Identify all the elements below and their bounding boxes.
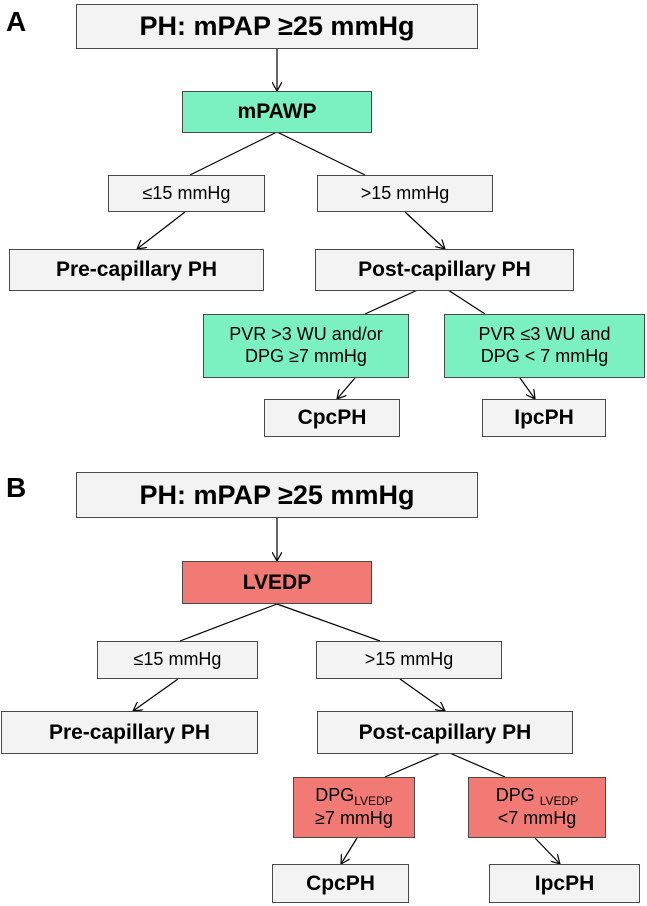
root-box-b: PH: mPAP ≥25 mmHg <box>76 472 478 518</box>
criteria-right-line2-a: DPG < 7 mmHg <box>480 346 609 366</box>
pre-capillary-box-b: Pre-capillary PH <box>1 711 258 754</box>
criteria-right-line2-b: <7 mmHg <box>497 808 577 829</box>
arrow-crit-left-to-cpcph-b <box>341 837 358 864</box>
line-post-to-crit-right-a <box>444 287 486 315</box>
criteria-left-subscript-b: LVEDP <box>354 794 393 808</box>
ipcph-box-b: IpcPH <box>489 864 640 903</box>
high-branch-box-b: >15 mmHg <box>316 641 502 679</box>
criteria-left-line2-b: ≥7 mmHg <box>315 808 393 829</box>
high-branch-box-a: >15 mmHg <box>317 175 493 212</box>
criteria-left-line1-a: PVR >3 WU and/or <box>229 324 383 345</box>
criteria-right-main-b: DPG <box>495 785 540 805</box>
arrow-crit-right-to-ipcph-b <box>534 837 560 864</box>
arrow-high-to-post-a <box>404 211 445 249</box>
line-post-to-crit-left-a <box>364 287 423 315</box>
pre-capillary-box-a: Pre-capillary PH <box>9 249 264 291</box>
post-capillary-box-a: Post-capillary PH <box>315 249 574 291</box>
arrow-low-to-pre-b <box>133 678 179 711</box>
line-post-to-crit-left-b <box>384 750 446 778</box>
line-discriminator-to-low-a <box>189 131 278 176</box>
arrow-crit-right-to-ipcph-a <box>519 377 535 399</box>
criteria-left-box-b: DPGLVEDP ≥7 mmHg <box>293 777 415 838</box>
line-post-to-crit-right-b <box>444 750 506 778</box>
cpcph-box-a: CpcPH <box>264 399 400 437</box>
discriminator-box-a: mPAWP <box>182 91 372 133</box>
panel-letter-a: A <box>6 6 27 37</box>
criteria-right-box-b: DPG LVEDP <7 mmHg <box>468 777 606 838</box>
panel-letter-b: B <box>6 472 27 503</box>
cpcph-box-b: CpcPH <box>272 864 409 903</box>
arrow-crit-left-to-cpcph-a <box>337 377 356 399</box>
ipcph-box-a: IpcPH <box>482 399 606 437</box>
criteria-right-box-a: PVR ≤3 WU and DPG < 7 mmHg <box>444 314 645 378</box>
line-discriminator-to-high-a <box>276 131 366 176</box>
low-branch-box-b: ≤15 mmHg <box>97 641 258 679</box>
root-box-a: PH: mPAP ≥25 mmHg <box>76 4 478 49</box>
criteria-left-line1-b: DPGLVEDP <box>315 785 392 808</box>
criteria-right-line1-a: PVR ≤3 WU and <box>478 324 611 345</box>
line-discriminator-to-low-b <box>179 603 278 642</box>
low-branch-box-a: ≤15 mmHg <box>108 175 265 212</box>
arrow-low-to-pre-a <box>137 211 186 249</box>
arrow-high-to-post-b <box>399 678 445 711</box>
discriminator-box-b: LVEDP <box>182 561 372 604</box>
line-discriminator-to-high-b <box>276 603 381 642</box>
post-capillary-box-b: Post-capillary PH <box>317 711 573 754</box>
criteria-left-line2-a: DPG ≥7 mmHg <box>245 346 367 366</box>
criteria-left-box-a: PVR >3 WU and/or DPG ≥7 mmHg <box>203 314 409 378</box>
criteria-right-subscript-b: LVEDP <box>539 794 579 808</box>
criteria-right-line1-b: DPG LVEDP <box>496 785 578 808</box>
criteria-left-main-b: DPG <box>315 785 355 805</box>
